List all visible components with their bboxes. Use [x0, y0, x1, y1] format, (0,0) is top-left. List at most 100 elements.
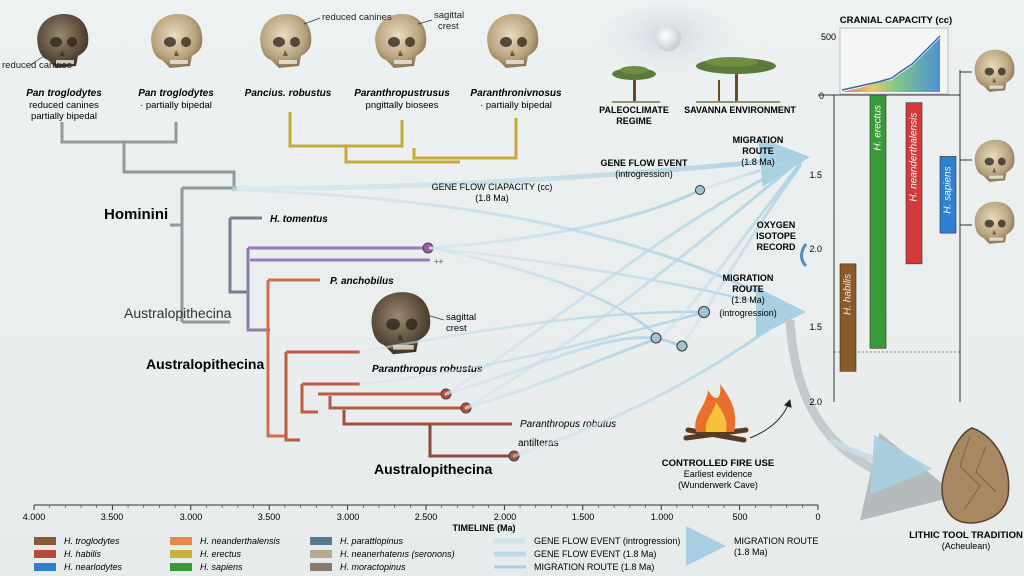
legend-item: H. habilis [34, 549, 102, 559]
tree-icon [696, 57, 780, 103]
skull-name: Paranthropus robustus [372, 364, 483, 375]
environment-scene: PALEOCLIMATE REGIME SAVANNA ENVIRONMENT [598, 4, 796, 126]
tree-icon [612, 66, 656, 102]
taxon-label: H. tomentus [270, 214, 328, 225]
lithic-arrow [828, 434, 932, 495]
svg-text:H. habilis: H. habilis [64, 549, 102, 559]
legend-item: H. sapiens [170, 562, 243, 572]
cranial-bar-label: H. erectus [873, 105, 884, 151]
flow-label: (1.8 Ma) [741, 157, 775, 167]
cranial-bar [839, 263, 857, 372]
fire-sub: (Wunderwerk Cave) [678, 480, 758, 490]
hand-axe-icon [941, 427, 1010, 524]
taxon-label: ++ [434, 257, 444, 266]
svg-text:GENE FLOW EVENT (introgression: GENE FLOW EVENT (introgression) [534, 536, 680, 546]
skull-name: Paranthronivnosus [470, 88, 562, 99]
timeline-tick-label: 1.500 [572, 512, 595, 522]
skull-desc: · partially bipedal [480, 100, 552, 111]
clade-label-australopithecina: Australopithecina [146, 356, 264, 372]
svg-text:H. neanerhatenıs (seronons): H. neanerhatenıs (seronons) [340, 549, 455, 559]
fire-sub: Earliest evidence [684, 469, 753, 479]
svg-text:GENE FLOW EVENT (1.8 Ma): GENE FLOW EVENT (1.8 Ma) [534, 549, 656, 559]
skull-image [260, 14, 312, 68]
skull-image [487, 14, 539, 68]
timeline-tick-label: 0 [815, 512, 820, 522]
cranial-bar [939, 156, 957, 234]
timeline-title: TIMELINE (Ma) [453, 523, 516, 533]
timeline-tick-label: 3.500 [101, 512, 124, 522]
legend-item: H. neanerhatenıs (seronons) [310, 549, 455, 559]
cranial-bar-label: H. neanderthalensis [909, 113, 920, 202]
flow-label: ROUTE [732, 284, 764, 294]
skull-image [974, 49, 1015, 92]
legend-item: GENE FLOW EVENT (introgression) [494, 536, 680, 546]
clade-label-hominini: Hominini [104, 206, 168, 223]
moon-icon [655, 25, 681, 51]
legend-item: MIGRATION ROUTE (1.8 Ma) [686, 526, 818, 566]
taxon-label: antilteras [518, 438, 559, 449]
cranial-tick: 1.5 [809, 170, 822, 180]
skull-image [974, 139, 1015, 182]
flow-label: ROUTE [742, 146, 774, 156]
svg-text:H. erectus: H. erectus [200, 549, 242, 559]
cranial-tick: 1.5 [809, 322, 822, 332]
fire-arrow [749, 399, 792, 439]
cranial-bar [905, 102, 923, 265]
flow-label: GENE FLOW CIAPACITY (cc) [432, 182, 553, 192]
cranial-tick: 500 [821, 32, 836, 42]
skull-name: Pan troglodytes [138, 88, 214, 99]
legend: H. troglodytes H. habilis H. nearlodytes… [34, 526, 818, 572]
skull-desc: pngittally biosees [366, 100, 439, 111]
skull-desc: partially bipedal [31, 111, 97, 122]
clade-label-australopithecina: Australopithecina [124, 305, 232, 321]
flow-label: RECORD [756, 242, 796, 252]
legend-item: H. neanderthalensis [170, 536, 281, 546]
legend-item: H. troglodytes [34, 536, 120, 546]
legend-item: H. parattlopinus [310, 536, 404, 546]
skull-image [151, 14, 203, 68]
svg-text:MIGRATION ROUTE (1.8 Ma): MIGRATION ROUTE (1.8 Ma) [534, 562, 654, 572]
flow-label: MIGRATION [723, 273, 774, 283]
flow-label: (introgression) [615, 169, 673, 179]
timeline-tick-label: 1.000 [651, 512, 674, 522]
fire-title: CONTROLLED FIRE USE [662, 458, 774, 469]
phylogenetic-tree [170, 186, 514, 458]
svg-text:(1.8 Ma): (1.8 Ma) [734, 547, 768, 557]
env-label: REGIME [616, 116, 652, 126]
env-label: SAVANNA ENVIRONMENT [684, 105, 796, 115]
timeline-tick-label: 3.000 [337, 512, 360, 522]
timeline-tick-label: 500 [732, 512, 747, 522]
timeline-tick-label: 3.500 [258, 512, 281, 522]
timeline-tick-label: 3.000 [180, 512, 203, 522]
flow-label: OXYGEN [757, 220, 796, 230]
top-skull-row: reduced canines reduced canines sagittal… [2, 10, 562, 122]
svg-text:H. troglodytes: H. troglodytes [64, 536, 120, 546]
flow-label: MIGRATION [733, 135, 784, 145]
flow-label: (introgression) [719, 308, 777, 318]
flow-label: GENE FLOW EVENT [600, 158, 688, 168]
timeline-tick-label: 2.000 [494, 512, 517, 522]
svg-text:H. nearlodytes: H. nearlodytes [64, 562, 123, 572]
cranial-bar [869, 94, 887, 349]
legend-item: H. nearlodytes [34, 562, 123, 572]
taxon-label: P. anchobilus [330, 276, 394, 287]
lithic-sub: (Acheulean) [942, 541, 991, 551]
timeline-axis: 4.000 3.500 3.000 3.500 3.000 2.500 2.00… [23, 504, 821, 533]
fire-icon [683, 384, 749, 443]
skull-callout: reduced canines [2, 60, 72, 71]
flow-label: (1.8 Ma) [475, 193, 509, 203]
taxon-label: Paranthropus robutus [520, 419, 616, 430]
skull-name: Pan troglodytes [26, 88, 102, 99]
flow-nodes [650, 185, 710, 352]
cranial-title: CRANIAL CAPACITY (cc) [840, 15, 952, 26]
legend-item: H. erectus [170, 549, 242, 559]
timeline-tick-label: 2.500 [415, 512, 438, 522]
legend-item: MIGRATION ROUTE (1.8 Ma) [494, 562, 654, 572]
timeline-tick-label: 4.000 [23, 512, 46, 522]
skull-desc: reduced canines [29, 100, 99, 111]
cranial-tick: 0 [819, 91, 824, 101]
svg-text:H. sapiens: H. sapiens [200, 562, 243, 572]
